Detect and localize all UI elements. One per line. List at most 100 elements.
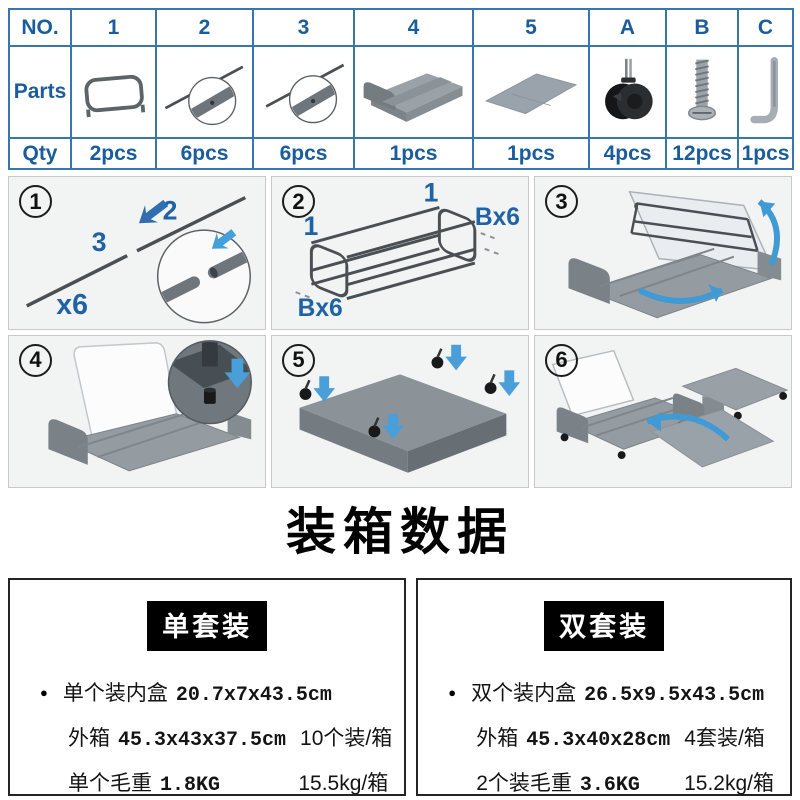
double-weight-value: 3.6KG [579,774,640,797]
insert-down-arrow-icon [224,358,251,388]
step-3-panel: 3 [534,176,792,330]
qty-2: 6pcs [155,137,254,170]
svg-text:1: 1 [424,178,439,208]
step-2-panel: 2 1 1 [271,176,529,330]
single-inner-box-label: 单个装内盒 [62,682,168,705]
single-set-box: 单套装 ● 单个装内盒 20.7x7x43.5cm 外箱 45.3x43x37.… [8,578,407,797]
assembly-steps-grid: 1 2 3 x6 [8,176,792,488]
step-4-number: 4 [19,343,52,377]
col-no-2: 2 [155,8,254,47]
parts-label: Parts [8,45,72,139]
part-2-cell [155,45,254,139]
long-rod-icon [164,65,243,126]
part-C-cell [737,45,794,139]
double-line-3: 2个装毛重 3.6KG 15.2kg/箱 [476,767,778,797]
qty-B: 12pcs [665,137,739,170]
double-carton-dims: 45.3x40x28cm [526,729,671,752]
double-set-badge: 双套装 [544,601,665,651]
step-1-illustration: 2 3 x6 [25,195,251,324]
double-weight-per: 15.2kg/箱 [684,772,774,795]
screw-position-dashes [295,232,501,313]
single-weight-value: 1.8KG [160,774,221,797]
qty-5: 1pcs [472,137,590,170]
tray-icon [363,73,463,122]
insert-mat-arrow-icon [646,411,731,441]
qty-1: 2pcs [70,137,157,170]
col-no-3: 3 [252,8,355,47]
part-B-cell [665,45,739,139]
qty-A: 4pcs [588,137,667,170]
packing-boxes: 单套装 ● 单个装内盒 20.7x7x43.5cm 外箱 45.3x43x37.… [8,578,792,797]
single-inner-box-dims: 20.7x7x43.5cm [175,684,332,707]
double-inner-box-dims: 26.5x9.5x43.5cm [584,684,765,707]
col-no-1: 1 [70,8,157,47]
step-1-number: 1 [19,185,52,218]
part-5-cell [472,45,590,139]
rail-frame-icon [83,74,145,118]
svg-text:2: 2 [163,195,178,225]
table-header-row: NO. 1 2 3 4 5 A B C [8,8,794,47]
packing-data-title: 装箱数据 [286,504,514,560]
qty-3: 6pcs [252,137,355,170]
no-label: NO. [8,8,72,47]
step-6-number: 6 [545,343,578,377]
step-4-panel: 4 [8,334,266,488]
table-qty-row: Qty 2pcs 6pcs 6pcs 1pcs 1pcs 4pcs 12pcs … [8,137,794,170]
single-carton-dims: 45.3x43x37.5cm [118,729,287,752]
join-arrow-icon [138,199,169,224]
svg-text:3: 3 [92,227,107,257]
step-2-illustration: 1 1 Bx6 Bx6 [295,178,520,322]
single-carton-per: 10个装/箱 [300,727,393,750]
single-line-3: 单个毛重 1.8KG 15.5kg/箱 [68,767,392,797]
step-3-illustration [568,190,782,319]
svg-text:1: 1 [304,211,319,241]
insert-down-arrow-icon [313,344,521,439]
svg-text:Bx6: Bx6 [298,295,343,322]
single-carton-label: 外箱 [68,727,110,750]
single-line-1: ● 单个装内盒 20.7x7x43.5cm [40,677,392,707]
single-weight-label: 单个毛重 [68,772,152,795]
double-weight-label: 2个装毛重 [476,772,572,795]
screw-icon [687,59,717,121]
step-6-panel: 6 [534,334,792,488]
col-no-A: A [588,8,667,47]
double-line-2: 外箱 45.3x40x28cm 4套装/箱 [476,722,778,752]
step-6-illustration [551,349,789,467]
table-parts-row: Parts [8,45,794,139]
single-weight-per: 15.5kg/箱 [298,772,389,795]
board-sheet-icon [484,73,578,115]
caster-wheel-icon [604,58,653,120]
bullet-icon: ● [448,684,457,700]
step-2-number: 2 [282,185,315,218]
step-5-number: 5 [282,343,315,377]
wire-rack [630,202,759,252]
magnifier-circle [156,229,251,324]
rotate-arrow-icon [757,199,780,266]
double-inner-box-label: 双个装内盒 [471,682,577,705]
double-set-lines: ● 双个装内盒 26.5x9.5x43.5cm 外箱 45.3x40x28cm … [448,677,778,797]
step-4-illustration [48,339,252,471]
part-4-cell [353,45,474,139]
col-no-B: B [665,8,739,47]
qty-label: Qty [8,137,72,170]
double-carton-label: 外箱 [476,727,519,750]
double-carton-per: 4套装/箱 [684,727,765,750]
parts-table: NO. 1 2 3 4 5 A B C Parts [8,8,794,170]
long-rod-icon [265,63,344,124]
step-5-panel: 5 [271,334,529,488]
single-set-badge: 单套装 [147,601,268,651]
col-no-4: 4 [353,8,474,47]
single-set-lines: ● 单个装内盒 20.7x7x43.5cm 外箱 45.3x43x37.5cm … [40,677,392,797]
step-1-panel: 1 2 3 x6 [8,176,266,330]
caster-and-arrow [299,347,497,437]
hex-key-icon [749,57,778,124]
svg-text:Bx6: Bx6 [475,204,520,231]
join-arrow-icon [211,229,237,249]
part-1-cell [70,45,157,139]
double-set-box: 双套装 ● 双个装内盒 26.5x9.5x43.5cm 外箱 45.3x40x2… [416,578,792,797]
col-no-C: C [737,8,794,47]
double-line-1: ● 双个装内盒 26.5x9.5x43.5cm [448,677,778,707]
part-A-cell [588,45,667,139]
single-line-2: 外箱 45.3x43x37.5cm 10个装/箱 [68,722,392,752]
